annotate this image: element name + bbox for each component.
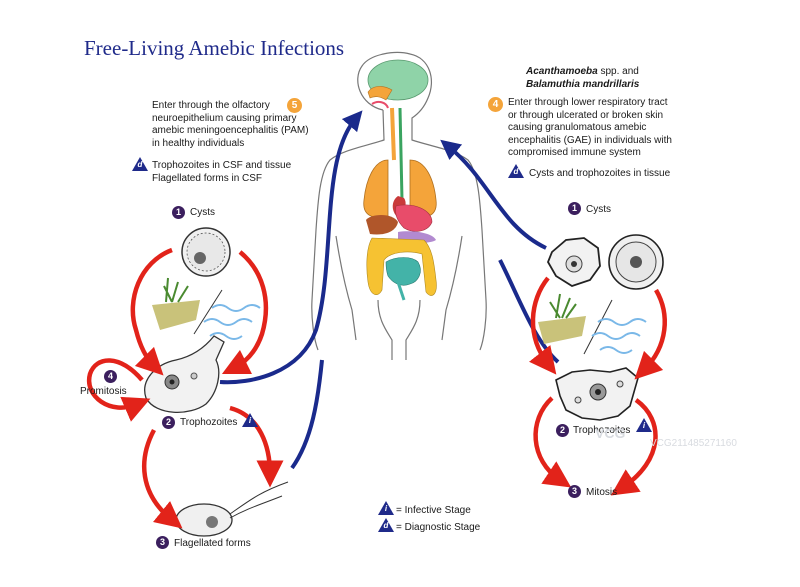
page-title: Free-Living Amebic Infections	[84, 36, 345, 60]
organism-names: Acanthamoeba spp. and	[526, 66, 639, 79]
water-waves-left	[203, 304, 261, 340]
mitosis-label: Mitosis	[586, 487, 618, 498]
nasal-passage	[367, 86, 393, 109]
infective-stage-icon-left: i	[242, 413, 258, 427]
gae-entry-text: Enter through lower respiratory tract or…	[508, 97, 672, 158]
cyst-acanthamoeba	[547, 237, 601, 287]
divider-right	[583, 299, 613, 355]
intestines	[366, 237, 437, 301]
diagnostic-stage-icon: d	[132, 157, 148, 171]
cysts-label-right: Cysts	[586, 204, 611, 215]
organism-balamuthia: Balamuthia mandrillaris	[526, 79, 640, 90]
trophozoites-label-left: Trophozoites	[180, 417, 238, 428]
cyst-balamuthia	[608, 234, 664, 290]
step-badge-1-right: 1	[568, 202, 581, 215]
cysts-label-left: Cysts	[190, 207, 215, 218]
soil-grass-patch-left	[152, 277, 200, 330]
divider-left	[193, 289, 223, 335]
red-cycle-arrows-right	[529, 276, 667, 496]
red-cycle-arrows-left	[86, 247, 284, 529]
step-badge-1-left: 1	[172, 206, 185, 219]
cyst-left	[181, 227, 231, 277]
legend-infective-label: = Infective Stage	[396, 505, 471, 516]
step-badge-4-left: 4	[104, 370, 117, 383]
trophozoite-acanthamoeba	[555, 367, 639, 421]
organism-acanthamoeba: Acanthamoeba	[526, 66, 598, 77]
flagellated-forms-label: Flagellated forms	[174, 538, 251, 549]
step-badge-3-right: 3	[568, 485, 581, 498]
trophozoites-label-right: Trophozoites	[573, 425, 631, 436]
pam-diagnostic-text: Trophozoites in CSF and tissue Flagellat…	[152, 160, 292, 184]
esophagus-trachea	[390, 107, 404, 201]
human-body-figure	[311, 51, 487, 360]
watermark-code: VCG211485271160	[650, 438, 737, 449]
gae-diagnostic-text: Cysts and trophozoites in tissue	[529, 168, 671, 179]
legend-diagnostic-label: = Diagnostic Stage	[396, 522, 481, 533]
soil-grass-patch-right	[538, 293, 586, 344]
step-badge-5: 5	[287, 98, 302, 113]
lungs	[363, 159, 437, 218]
infective-stage-icon-right: i	[636, 418, 652, 432]
flagellated-form	[175, 481, 289, 537]
organism-suffix: spp. and	[597, 66, 639, 77]
water-waves-right	[591, 318, 647, 354]
step-badge-2-right: 2	[556, 424, 569, 437]
trophozoite-left	[144, 335, 225, 414]
watermark-logo: VCG	[595, 425, 626, 441]
pam-entry-text: Enter through the olfactory neuroepithel…	[152, 100, 309, 149]
diagnostic-stage-icon-right: d	[508, 164, 524, 178]
legend-diagnostic-icon: d	[378, 518, 394, 532]
step-badge-2-left: 2	[162, 416, 175, 429]
promitosis-label: Promitosis	[80, 386, 127, 397]
step-badge-4-right: 4	[488, 97, 503, 112]
legend-infective-icon: i	[378, 501, 394, 515]
step-badge-3-left: 3	[156, 536, 169, 549]
